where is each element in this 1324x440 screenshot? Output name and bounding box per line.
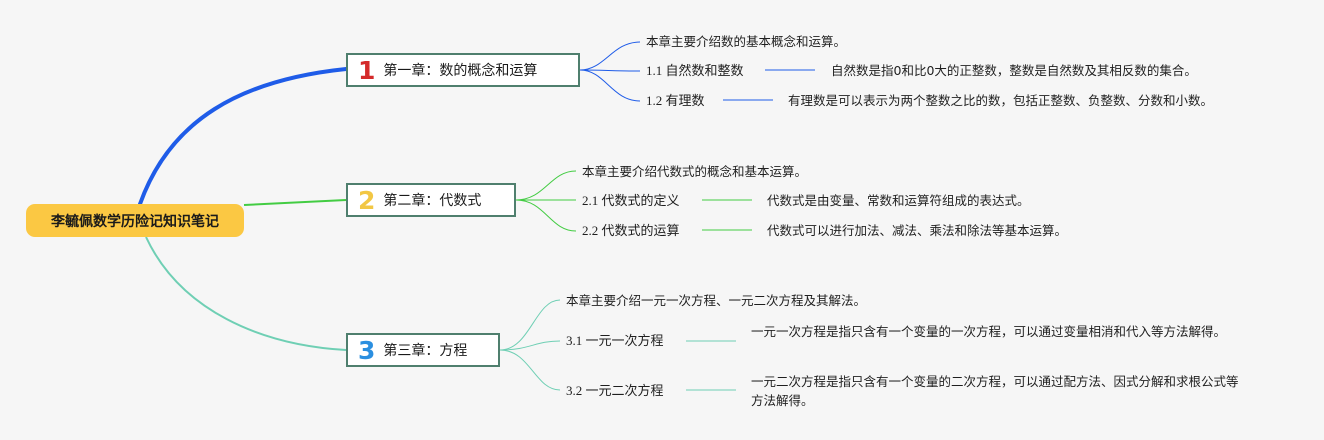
chapter-1-connectors — [579, 41, 815, 102]
chapter-2-sub-1-desc: 代数式是由变量、常数和运算符组成的表达式。 — [767, 193, 1030, 208]
chapter-1-sub-2-label: 1.2 有理数 — [646, 93, 705, 108]
chapter-3-node[interactable]: 3 第三章：方程 — [346, 333, 500, 367]
chapter-2-node[interactable]: 2 第二章：代数式 — [346, 183, 516, 217]
chapter-1-summary: 本章主要介绍数的基本概念和运算。 — [646, 34, 847, 49]
chapter-1-sub-1-desc: 自然数是指0和比0大的正整数，整数是自然数及其相反数的集合。 — [831, 63, 1197, 78]
chapter-2-sub-2-label: 2.2 代数式的运算 — [582, 223, 680, 238]
chapter-1-sub-2-desc: 有理数是可以表示为两个整数之比的数，包括正整数、负整数、分数和小数。 — [788, 93, 1214, 108]
chapter-3-title: 第三章：方程 — [383, 343, 468, 359]
root-branch-1 — [138, 67, 348, 206]
chapter-3-connectors — [499, 299, 736, 391]
chapter-3-summary: 本章主要介绍一元一次方程、一元二次方程及其解法。 — [566, 293, 867, 308]
chapter-2-title: 第二章：代数式 — [383, 193, 482, 209]
chapter-3-sub-1-label: 3.1 一元一次方程 — [566, 333, 664, 348]
chapter-3-sub-2-desc: 一元二次方程是指只含有一个变量的二次方程，可以通过配方法、因式分解和求根公式等方… — [751, 374, 1239, 408]
chapter-2-sub-1-label: 2.1 代数式的定义 — [582, 193, 680, 208]
chapter-1-title: 第一章：数的概念和运算 — [383, 63, 538, 79]
chapter-3-sub-1-desc: 一元一次方程是指只含有一个变量的一次方程，可以通过变量相消和代入等方法解得。 — [751, 324, 1227, 339]
chapter-2-sub-2-desc: 代数式可以进行加法、减法、乘法和除法等基本运算。 — [767, 223, 1068, 238]
root-branch-2 — [243, 199, 347, 206]
chapter-3-sub-2-label: 3.2 一元二次方程 — [566, 383, 664, 398]
chapter-3-number: 3 — [358, 335, 376, 365]
chapter-1-number: 1 — [358, 55, 376, 85]
root-title: 李毓佩数学历险记知识笔记 — [51, 213, 219, 230]
chapter-1-sub-1-label: 1.1 自然数和整数 — [646, 63, 744, 78]
root-branch-3 — [145, 236, 347, 351]
chapter-2-summary: 本章主要介绍代数式的概念和基本运算。 — [582, 164, 808, 179]
chapter-2-connectors — [515, 170, 752, 232]
chapter-1-node[interactable]: 1 第一章：数的概念和运算 — [346, 53, 580, 87]
chapter-2-number: 2 — [358, 185, 376, 215]
root-node[interactable]: 李毓佩数学历险记知识笔记 — [26, 204, 244, 237]
